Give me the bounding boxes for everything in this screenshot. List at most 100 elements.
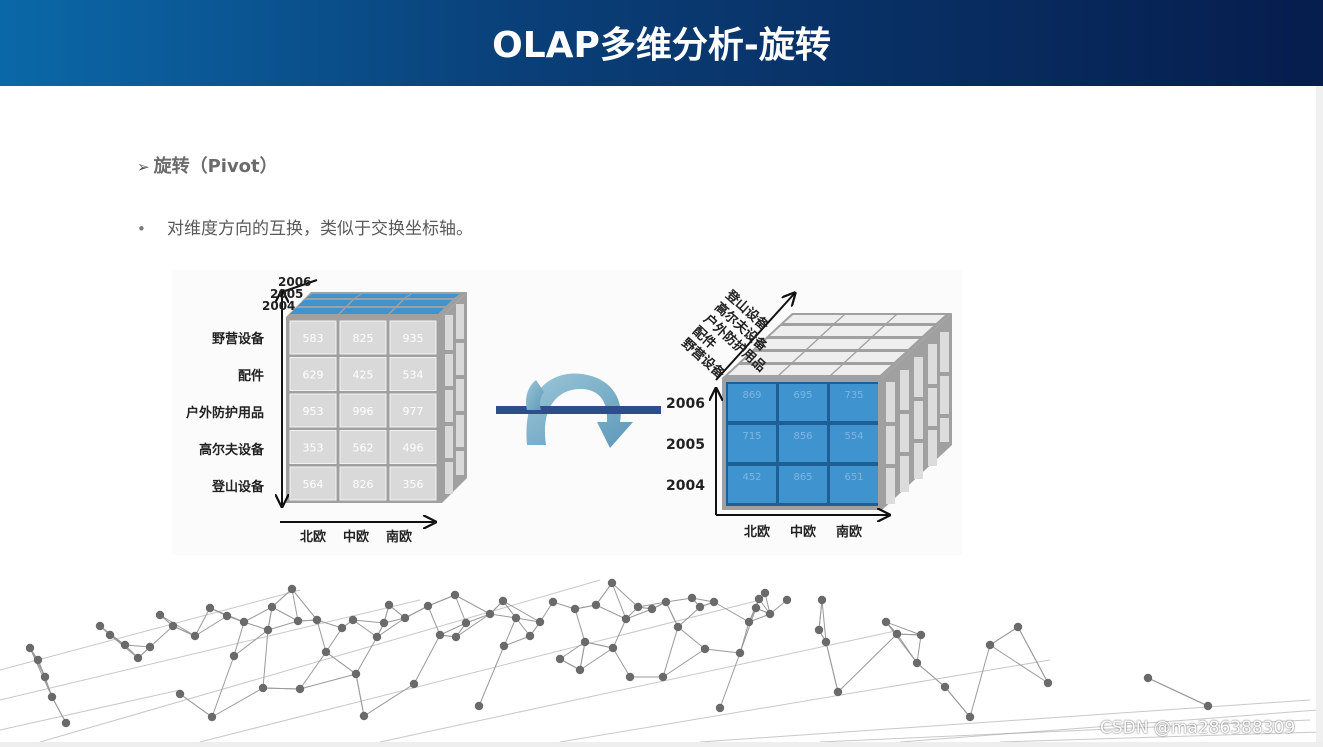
network-node xyxy=(591,600,601,610)
right-col-label: 南欧 xyxy=(836,524,862,540)
network-node xyxy=(647,604,657,614)
network-node xyxy=(916,630,926,640)
left-cube-cell xyxy=(339,357,387,391)
network-node xyxy=(450,590,460,600)
network-node xyxy=(548,597,558,607)
left-cube-cell-value: 953 xyxy=(303,405,324,418)
network-node xyxy=(965,712,975,722)
network-node xyxy=(715,703,725,713)
right-cube-cell-value: 651 xyxy=(844,472,863,483)
slide-edge-bottom xyxy=(0,742,1323,747)
network-node xyxy=(321,647,331,657)
network-node xyxy=(229,651,239,661)
network-node xyxy=(267,602,277,612)
network-node xyxy=(451,632,461,642)
section-heading-text: 旋转（Pivot） xyxy=(153,156,278,177)
slide-edge-right xyxy=(1316,86,1323,747)
network-node xyxy=(498,596,508,606)
left-cube-cell xyxy=(389,393,437,428)
network-node xyxy=(817,595,827,605)
network-node xyxy=(435,630,445,640)
network-node xyxy=(673,622,683,632)
right-cube-cell xyxy=(728,384,776,421)
right-cube-cell xyxy=(779,425,827,462)
arrow-bullet-icon: ➢ xyxy=(137,158,150,176)
network-node xyxy=(190,631,200,641)
left-z-axis xyxy=(281,279,318,293)
bullet-text: 对维度方向的互换，类似于交换坐标轴。 xyxy=(167,219,473,239)
network-node xyxy=(621,614,631,624)
right-cube-cell-value: 735 xyxy=(844,390,863,401)
network-node xyxy=(485,609,495,619)
left-cube-cell-value: 935 xyxy=(403,332,424,345)
left-cube-cell-value: 496 xyxy=(403,442,424,455)
network-node xyxy=(1013,622,1023,632)
right-cube-cell xyxy=(830,425,878,462)
left-year-label: 2006 xyxy=(278,275,311,289)
network-node xyxy=(263,625,273,635)
section-heading: ➢旋转（Pivot） xyxy=(137,152,278,180)
right-cube-cell-value: 695 xyxy=(793,390,812,401)
network-node xyxy=(359,711,369,721)
network-node xyxy=(351,669,361,679)
network-node xyxy=(625,672,635,682)
left-cube-cell-value: 583 xyxy=(303,332,324,345)
network-node xyxy=(709,597,719,607)
network-node xyxy=(821,637,831,647)
network-node xyxy=(207,712,217,722)
left-year-label: 2004 xyxy=(262,299,295,313)
network-node xyxy=(25,643,35,653)
network-node xyxy=(1043,678,1053,688)
left-cube-cell-value: 629 xyxy=(303,369,324,382)
right-cube-cell-value: 856 xyxy=(793,431,812,442)
network-node xyxy=(892,629,902,639)
network-node xyxy=(222,611,232,621)
left-cube-cell xyxy=(389,357,437,391)
network-node xyxy=(535,617,545,627)
network-node xyxy=(814,625,824,635)
network-node xyxy=(348,615,358,625)
left-row-label: 野营设备 xyxy=(212,331,265,347)
left-col-label: 中欧 xyxy=(343,529,369,545)
network-node xyxy=(168,621,178,631)
network-node xyxy=(461,618,471,628)
title-banner: OLAP多维分析-旋转 xyxy=(0,0,1323,86)
network-node xyxy=(782,595,792,605)
left-row-label: 高尔夫设备 xyxy=(199,442,265,458)
network-node xyxy=(700,644,710,654)
right-cube-cell-value: 452 xyxy=(742,472,761,483)
network-node xyxy=(499,641,509,651)
left-cube-labels: 200620052004野营设备配件户外防护用品高尔夫设备登山设备北欧中欧南欧 xyxy=(186,275,412,545)
right-axes xyxy=(716,294,888,515)
slide-title: OLAP多维分析-旋转 xyxy=(492,25,831,66)
left-cube-cell xyxy=(289,466,337,501)
left-cube-cell xyxy=(289,357,337,391)
network-node xyxy=(912,658,922,668)
left-axes xyxy=(280,279,434,522)
network-node xyxy=(379,618,389,628)
network-node xyxy=(760,588,770,598)
left-cube-cell xyxy=(389,430,437,464)
network-node xyxy=(61,718,71,728)
bullet-point: • 对维度方向的互换，类似于交换坐标轴。 xyxy=(137,214,473,239)
rotation-bar xyxy=(496,406,661,414)
network-node xyxy=(33,655,43,665)
network-node xyxy=(633,602,643,612)
right-cube-cell-value: 869 xyxy=(742,390,761,401)
left-cube-cell-value: 977 xyxy=(403,405,424,418)
network-node xyxy=(695,602,705,612)
left-cube-cell xyxy=(289,430,337,464)
left-cube-cell xyxy=(339,466,387,501)
rotation-arrow-icon xyxy=(496,373,661,448)
network-node xyxy=(940,682,950,692)
network-node xyxy=(47,692,57,702)
network-decoration xyxy=(0,578,1316,742)
right-cube-cell xyxy=(779,384,827,421)
left-cube-cell-value: 356 xyxy=(403,478,424,491)
bullet-dot-icon: • xyxy=(137,220,146,238)
network-node xyxy=(754,594,764,604)
network-node xyxy=(40,672,50,682)
left-cube-cell xyxy=(389,320,437,355)
